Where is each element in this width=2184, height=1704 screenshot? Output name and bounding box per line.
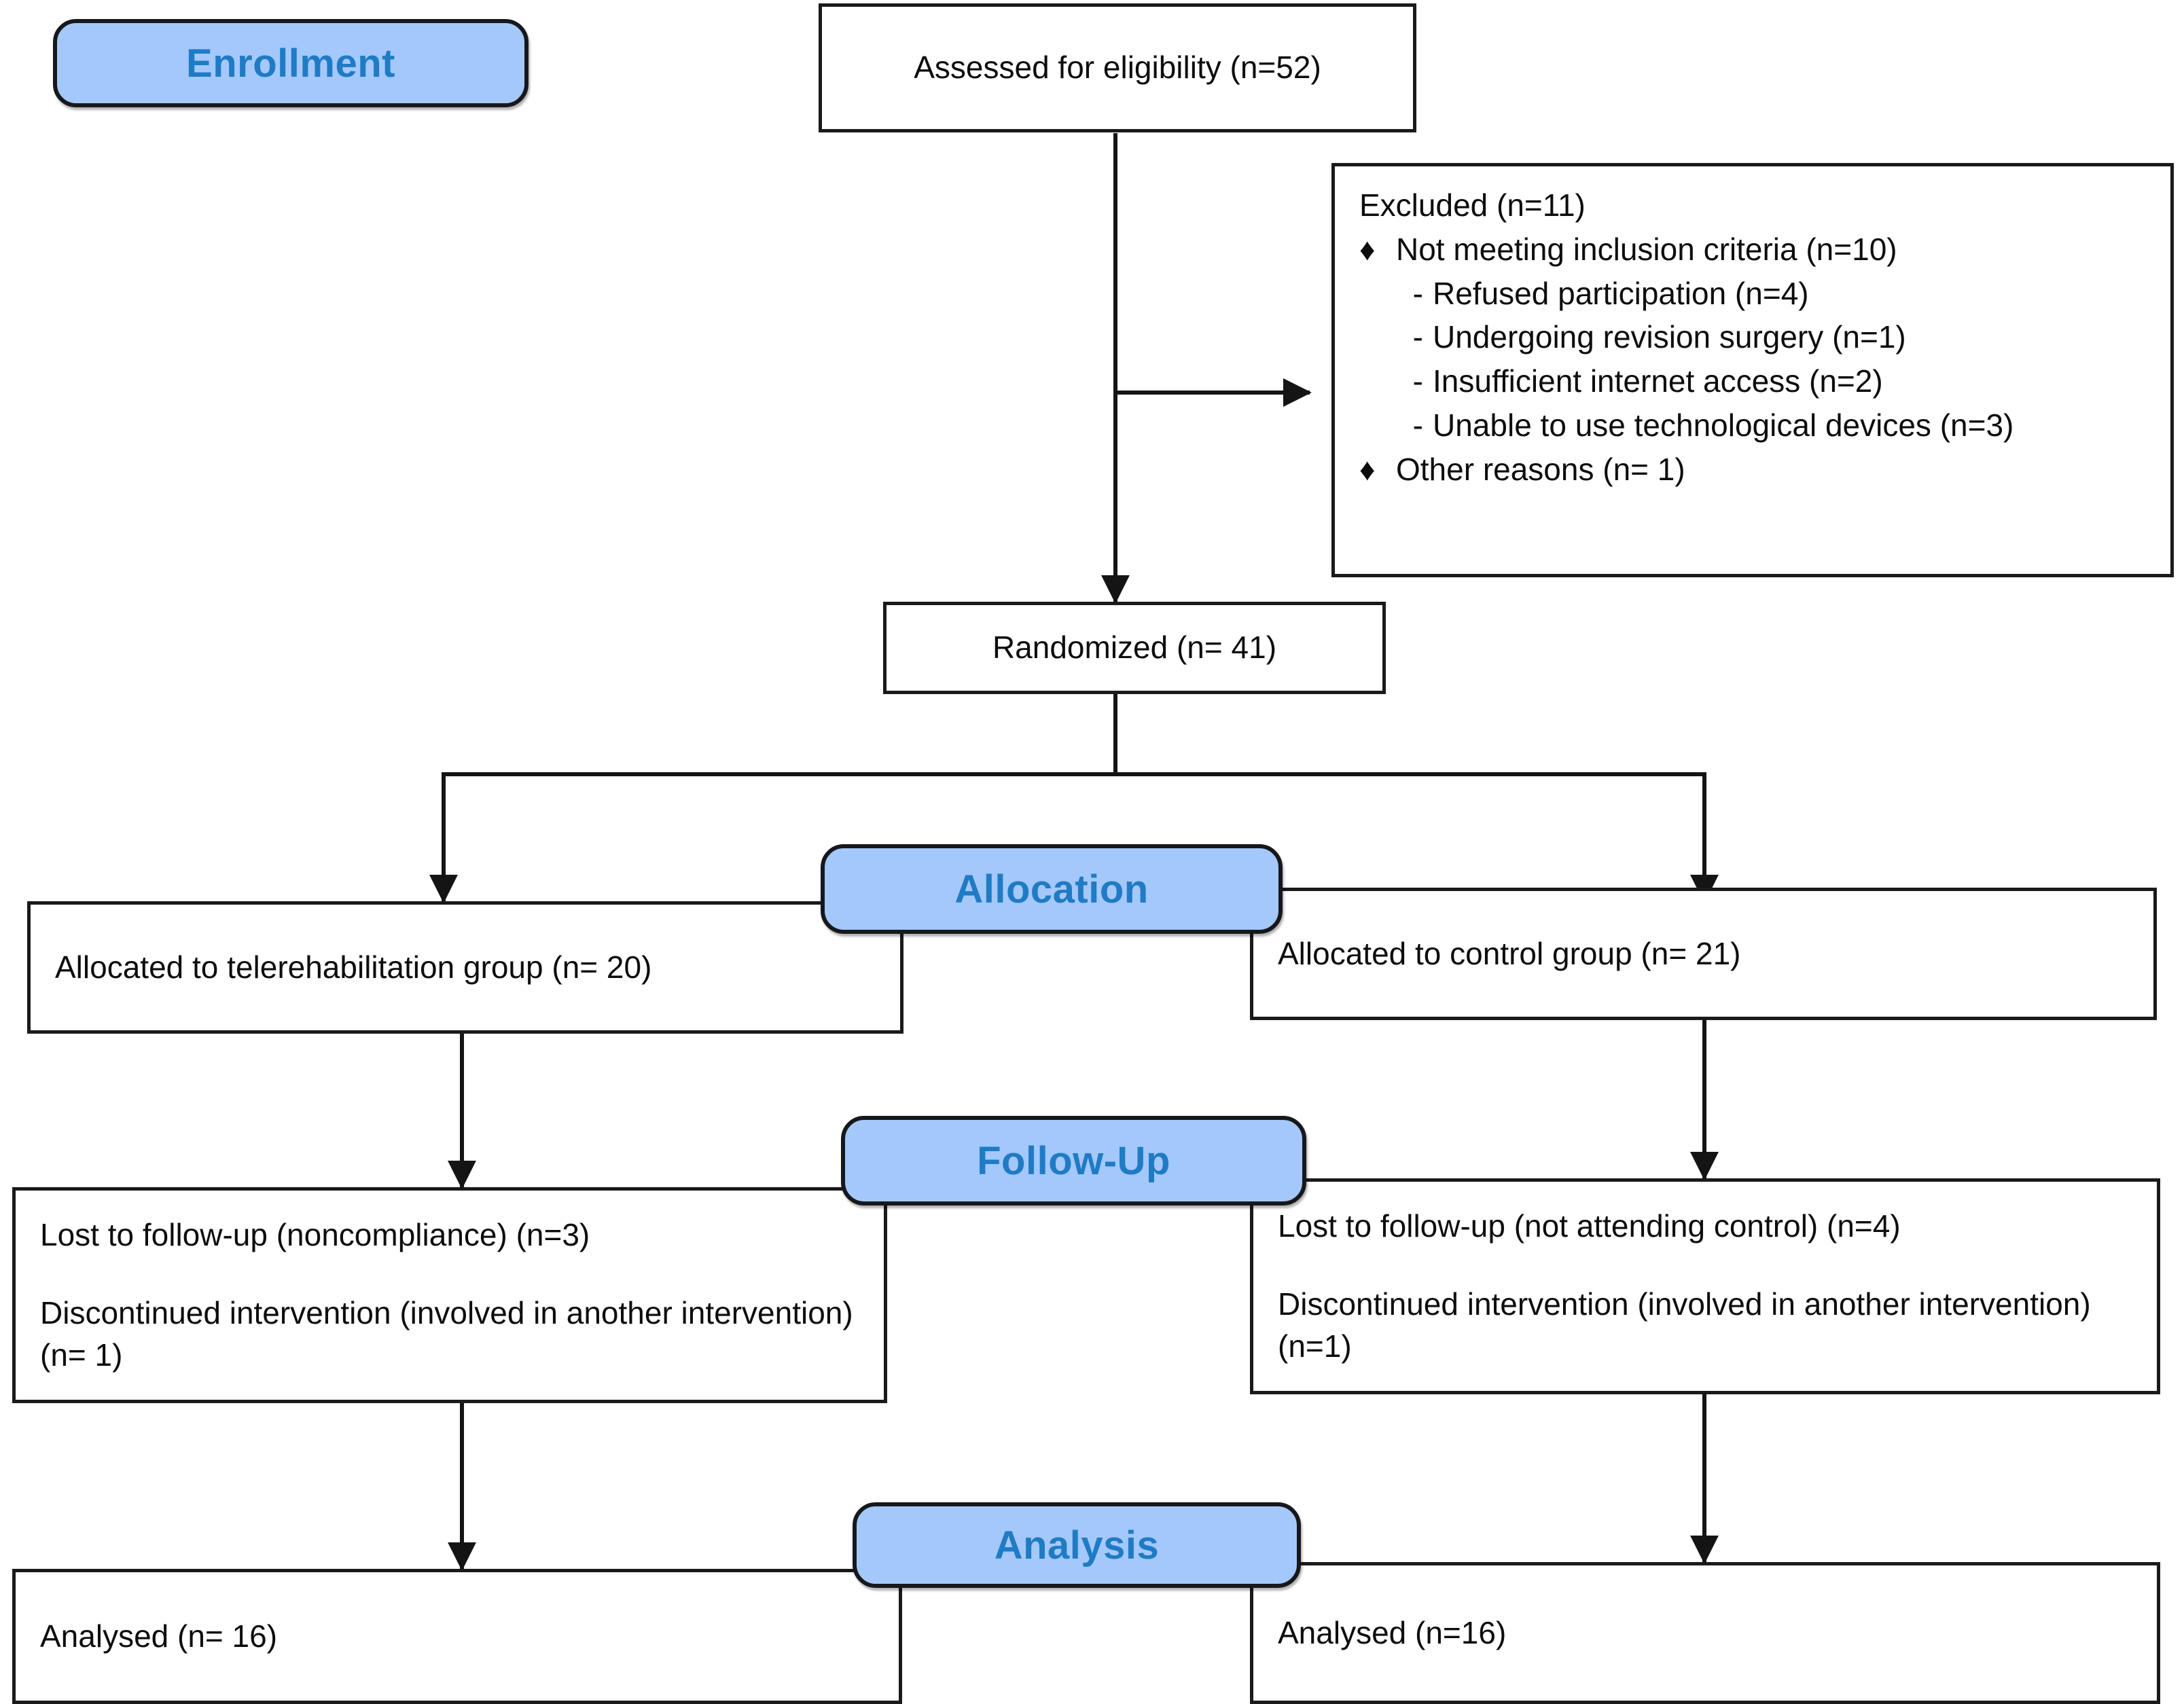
stage-badge-analysis: Analysis xyxy=(853,1502,1301,1588)
list-item: ♦ Other reasons (n= 1) xyxy=(1359,449,2146,490)
stage-badge-allocation: Allocation xyxy=(821,844,1283,934)
node-allocated-telerehabilitation-text: Allocated to telerehabilitation group (n… xyxy=(55,949,652,985)
list-item-label: Unable to use technological devices (n=3… xyxy=(1433,407,2014,443)
node-randomized: Randomized (n= 41) xyxy=(883,602,1386,694)
list-item-label: Refused participation (n=4) xyxy=(1433,275,1809,311)
node-assessed-for-eligibility: Assessed for eligibility (n=52) xyxy=(819,3,1416,132)
bullet-dash-icon: - xyxy=(1412,319,1423,355)
list-item: - Undergoing revision surgery (n=1) xyxy=(1376,316,2146,358)
bullet-dash-icon: - xyxy=(1412,275,1423,311)
node-excluded: Excluded (n=11) ♦ Not meeting inclusion … xyxy=(1331,163,2174,577)
node-followup-telerehabilitation: Lost to follow-up (noncompliance) (n=3) … xyxy=(12,1187,887,1403)
bullet-diamond-icon: ♦ xyxy=(1359,232,1376,267)
stage-badge-enrollment: Enrollment xyxy=(53,19,529,107)
node-followup-telerehabilitation-line2: Discontinued intervention (involved in a… xyxy=(40,1294,853,1373)
list-item: - Insufficient internet access (n=2) xyxy=(1376,361,2146,402)
list-item-label: Insufficient internet access (n=2) xyxy=(1433,363,1883,399)
node-analysed-control: Analysed (n=16) xyxy=(1250,1562,2160,1704)
list-item-label: Not meeting inclusion criteria (n=10) xyxy=(1396,232,1897,267)
stage-label-analysis: Analysis xyxy=(994,1523,1160,1567)
stage-label-enrollment: Enrollment xyxy=(186,41,395,86)
node-analysed-telerehabilitation: Analysed (n= 16) xyxy=(12,1569,902,1704)
list-item: - Refused participation (n=4) xyxy=(1376,273,2146,314)
stage-badge-followup: Follow-Up xyxy=(841,1116,1306,1206)
node-analysed-telerehabilitation-text: Analysed (n= 16) xyxy=(40,1618,278,1654)
node-followup-control-line2: Discontinued intervention (involved in a… xyxy=(1278,1286,2091,1364)
bullet-dash-icon: - xyxy=(1412,407,1423,443)
stage-label-allocation: Allocation xyxy=(954,867,1149,911)
node-followup-telerehabilitation-line1: Lost to follow-up (noncompliance) (n=3) xyxy=(40,1217,590,1253)
node-allocated-control: Allocated to control group (n= 21) xyxy=(1250,888,2157,1020)
bullet-diamond-icon: ♦ xyxy=(1359,451,1376,487)
list-item-label: Other reasons (n= 1) xyxy=(1396,451,1685,487)
node-excluded-title: Excluded (n=11) xyxy=(1359,187,1586,223)
node-allocated-control-text: Allocated to control group (n= 21) xyxy=(1278,935,1741,971)
node-analysed-control-text: Analysed (n=16) xyxy=(1278,1614,1507,1650)
node-assessed-text: Assessed for eligibility (n=52) xyxy=(914,50,1321,86)
stage-label-followup: Follow-Up xyxy=(977,1138,1170,1183)
list-item: - Unable to use technological devices (n… xyxy=(1376,405,2146,446)
bullet-dash-icon: - xyxy=(1412,363,1423,399)
node-allocated-telerehabilitation: Allocated to telerehabilitation group (n… xyxy=(27,901,903,1034)
node-followup-control: Lost to follow-up (not attending control… xyxy=(1250,1178,2160,1394)
node-followup-control-line1: Lost to follow-up (not attending control… xyxy=(1278,1208,1901,1244)
node-randomized-text: Randomized (n= 41) xyxy=(992,630,1277,666)
list-item: ♦ Not meeting inclusion criteria (n=10) xyxy=(1359,229,2146,270)
list-item-label: Undergoing revision surgery (n=1) xyxy=(1433,319,1906,355)
node-excluded-list: ♦ Not meeting inclusion criteria (n=10) … xyxy=(1359,229,2146,490)
